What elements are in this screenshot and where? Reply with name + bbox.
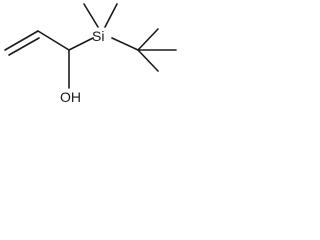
vinyl-double-bond-inner [8, 37, 40, 56]
hydroxyl-atom-label: OH [60, 89, 81, 105]
silicon-atom-label: Si [92, 28, 104, 44]
chemical-structure-diagram: Si OH [4, 3, 177, 105]
vinyl-to-carbinol-bond [37, 30, 70, 51]
silicon-methyl-bond-left [83, 3, 99, 28]
silicon-to-tert-carbon-bond [111, 37, 139, 51]
tert-butyl-methyl-bond-top [137, 28, 159, 51]
vinyl-double-bond-outer [4, 30, 39, 51]
tert-butyl-methyl-bond-bottom [137, 49, 159, 72]
silicon-methyl-bond-right [104, 3, 118, 28]
carbinol-to-silicon-bond [68, 37, 94, 51]
